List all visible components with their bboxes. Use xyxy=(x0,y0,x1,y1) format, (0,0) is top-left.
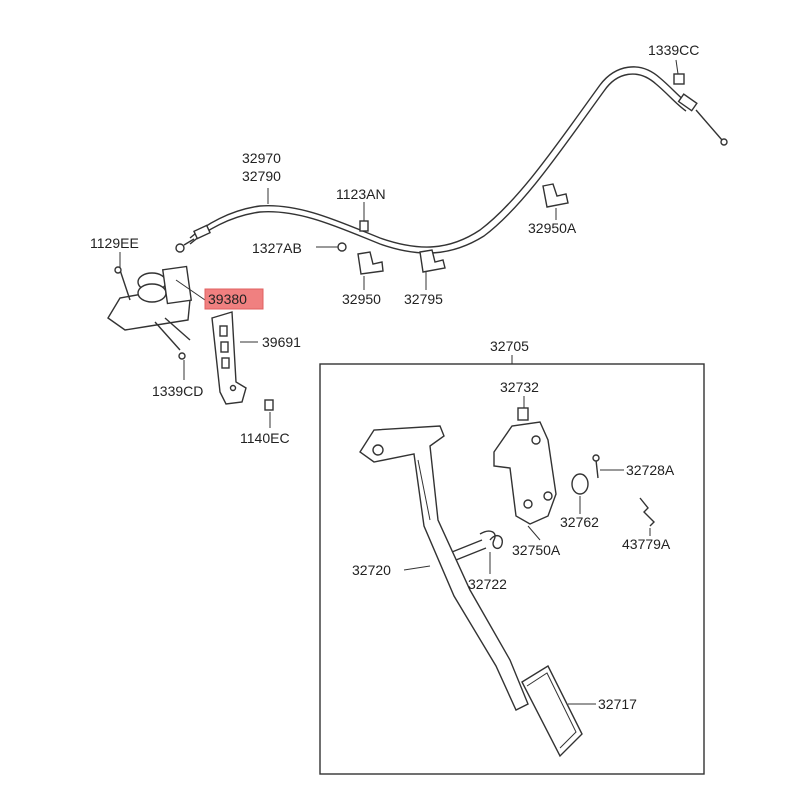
pedal-arm-32720 xyxy=(359,425,529,711)
label-1339CC[interactable]: 1339CC xyxy=(648,42,699,58)
label-32705[interactable]: 32705 xyxy=(490,338,529,354)
bolt-1123AN xyxy=(359,220,369,232)
label-1339CD[interactable]: 1339CD xyxy=(152,383,203,399)
label-39380[interactable]: 39380 xyxy=(208,291,247,307)
label-32728A[interactable]: 32728A xyxy=(626,462,675,478)
label-32762[interactable]: 32762 xyxy=(560,514,599,530)
label-1140EC[interactable]: 1140EC xyxy=(240,430,290,446)
leader-lines xyxy=(119,59,679,705)
bolt-1140EC xyxy=(264,399,274,411)
stopper-32762 xyxy=(571,473,589,495)
label-32950A[interactable]: 32950A xyxy=(528,220,577,236)
cable-clip-32950A xyxy=(542,183,569,208)
highlight-39380 xyxy=(204,288,264,310)
label-32950[interactable]: 32950 xyxy=(342,291,381,307)
label-32722[interactable]: 32722 xyxy=(468,576,507,592)
label-32720[interactable]: 32720 xyxy=(352,562,391,578)
pin-32728A xyxy=(592,454,600,479)
clip-43779A xyxy=(639,497,655,527)
spring-32722 xyxy=(451,530,504,561)
label-43779A[interactable]: 43779A xyxy=(622,536,671,552)
label-32750A[interactable]: 32750A xyxy=(512,542,561,558)
bracket-39691 xyxy=(211,311,258,405)
label-32717[interactable]: 32717 xyxy=(598,696,637,712)
mount-bracket-32750A xyxy=(493,421,557,525)
accelerator-cable xyxy=(175,66,728,254)
pedal-pad-32717 xyxy=(521,665,583,758)
label-39691[interactable]: 39691 xyxy=(262,334,301,350)
cable-clip-32950 xyxy=(357,251,384,275)
label-1129EE[interactable]: 1129EE xyxy=(90,235,139,251)
label-32795[interactable]: 32795 xyxy=(404,291,443,307)
cable-clip-32795 xyxy=(419,249,446,273)
bushing-32732 xyxy=(517,407,529,421)
label-32790[interactable]: 32790 xyxy=(242,168,281,184)
label-32970[interactable]: 32970 xyxy=(242,150,281,166)
actuator-39380 xyxy=(107,265,206,360)
bolt-1327AB xyxy=(337,242,347,252)
pedal-assembly-group xyxy=(319,355,705,775)
label-1327AB[interactable]: 1327AB xyxy=(252,240,302,256)
label-1123AN[interactable]: 1123AN xyxy=(336,186,386,202)
label-32732[interactable]: 32732 xyxy=(500,379,539,395)
